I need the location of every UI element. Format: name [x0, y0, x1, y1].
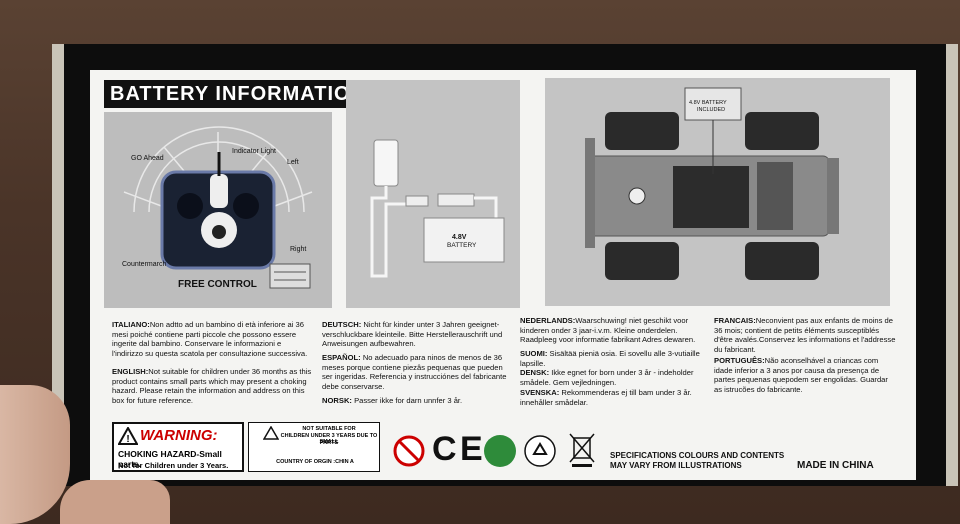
warning-title: WARNING: [140, 427, 218, 444]
recycling-icon [524, 435, 556, 467]
green-dot-icon [484, 435, 516, 467]
car-battery-label-2: INCLUDED [697, 107, 726, 113]
charger-illustration [346, 80, 520, 308]
text-norsk: NORSK: Passer ikke for darn unnfer 3 år. [322, 396, 463, 405]
free-control-label: FREE CONTROL [178, 279, 257, 290]
car-chassis-illustration [545, 78, 890, 306]
remote-control-icon [123, 126, 313, 289]
not-suitable-box: NOT SUITABLE FOR CHILDREN UNDER 3 YEARS … [248, 422, 380, 472]
ce-mark-e-icon: E [460, 430, 483, 468]
specifications-note: SPECIFICATIONS COLOURS AND CONTENTS MAY … [610, 451, 784, 471]
label-go-ahead: GO Ahead [131, 155, 164, 162]
warning-triangle-icon: ! [118, 427, 138, 445]
text-italiano: ITALIANO:Non adtto ad un bambino di età … [112, 320, 308, 358]
spec-line-2: MAY VARY FROM ILLUSTRATIONS [610, 461, 742, 470]
text-suomi: SUOMI: Sisältää pieniä osia. Ei sovellu … [520, 349, 700, 368]
country-of-origin: COUNTRY OF ORGIN :CHIN A [276, 459, 354, 465]
spec-line-1: SPECIFICATIONS COLOURS AND CONTENTS [610, 451, 785, 460]
box-side-flap [52, 44, 64, 486]
remote-control-illustration [104, 112, 332, 308]
warning-line-2: Not for Children under 3 Years. [118, 461, 229, 470]
label-countermarch: Countermarch [122, 261, 167, 268]
age-restriction-icon [393, 435, 425, 467]
battery-label-voltage: 4.8V [452, 234, 467, 241]
not-suitable-line-1: NOT SUITABLE FOR [302, 426, 356, 432]
text-dansk: DENSK: Ikke egnet for born under 3 år - … [520, 368, 694, 387]
not-suitable-line-3: PARTS [319, 440, 339, 446]
small-warning-icon [263, 426, 279, 440]
weee-bin-icon [569, 433, 595, 467]
text-english: ENGLISH:Not suitable for children under … [112, 367, 312, 405]
text-espanol: ESPAÑOL: No adecuado para ninos de menos… [322, 353, 507, 391]
not-suitable-line-2: CHILDREN UNDER 3 YEARS DUE TO SMALL [280, 433, 378, 445]
car-battery-label-1: 4.8V BATTERY [689, 100, 727, 106]
svg-text:!: ! [126, 434, 129, 445]
car-chassis-icon [585, 87, 839, 280]
label-right: Right [290, 246, 307, 253]
battery-label-text: BATTERY [447, 242, 477, 249]
box-side-flap-right [946, 44, 958, 486]
label-left: Left [287, 159, 299, 166]
label-indicator-light: Indicator Light [232, 148, 276, 155]
made-in-china: MADE IN CHINA [797, 460, 874, 471]
hand [0, 385, 70, 524]
warning-line-1: CHOKING HAZARD-Small parts. [118, 449, 222, 469]
finger [60, 480, 170, 524]
charger-icon [370, 139, 505, 278]
text-nederlands: NEDERLANDS:Waarschuwing! niet geschikt v… [520, 316, 696, 345]
text-portugues: PORTUGUÊS:Não aconselhável a criancas co… [714, 356, 888, 394]
text-deutsch: DEUTSCH: Nicht für kinder unter 3 Jahren… [322, 320, 503, 349]
ce-mark-icon: C [432, 430, 457, 468]
text-francais: FRANCAIS:Neconvient pas aux enfants de m… [714, 316, 896, 354]
text-svenska: SVENSKA: Rekommenderas ej till bam under… [520, 388, 692, 407]
choking-warning-box: ! WARNING: CHOKING HAZARD-Small parts. N… [112, 422, 244, 472]
